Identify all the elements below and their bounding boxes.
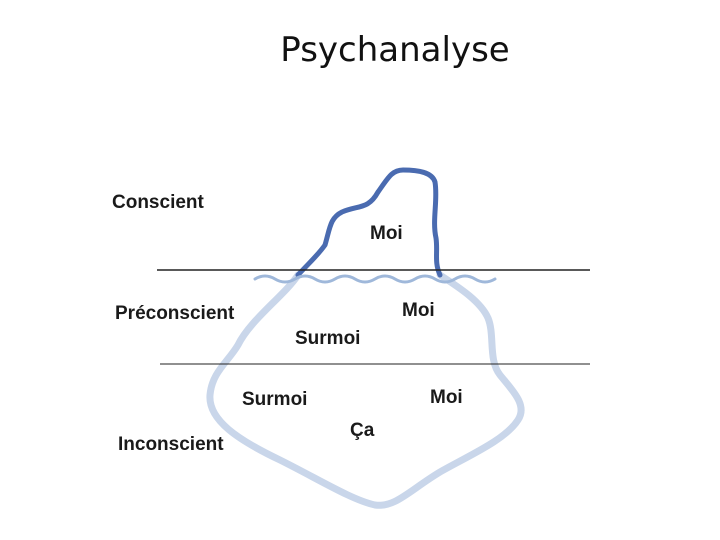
level-label-inconscient: Inconscient xyxy=(118,434,224,455)
part-label-surmoi-lower: Surmoi xyxy=(242,389,308,410)
level-label-conscient: Conscient xyxy=(112,192,204,213)
iceberg-underwater-outline xyxy=(206,271,525,509)
level-label-preconscient: Préconscient xyxy=(115,303,235,324)
part-label-moi-middle: Moi xyxy=(402,300,435,321)
iceberg-tip-outline xyxy=(295,167,443,278)
water-ripples xyxy=(253,274,497,284)
part-label-moi-lower: Moi xyxy=(430,387,463,408)
part-label-moi-top: Moi xyxy=(370,223,403,244)
slide-title: Psychanalyse xyxy=(280,30,510,70)
part-label-ca: Ça xyxy=(350,420,375,441)
part-label-surmoi-middle: Surmoi xyxy=(295,328,361,349)
